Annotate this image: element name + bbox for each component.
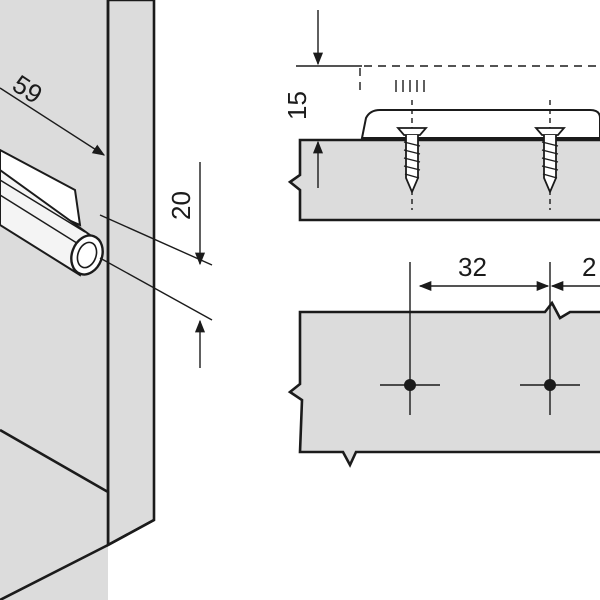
dim-15-label: 15 [282,91,312,120]
plan-board [287,300,600,468]
mounting-plate [360,109,600,139]
door-bumper [0,148,104,277]
hole-left [380,262,440,415]
hole-right [520,262,580,415]
dimension-partial: 2 [550,252,600,292]
dim-32-label: 32 [458,252,487,282]
section-view: 15 [282,10,600,222]
dimension-20: 20 [99,162,213,368]
screw-right [534,100,566,210]
dim-2x-label: 2 [582,252,596,282]
plan-view: 32 2 [287,252,600,468]
dim-20-label: 20 [166,191,196,220]
section-board [287,138,600,222]
cabinet-side-panel [106,0,156,548]
screw-left [396,100,428,210]
dimension-15: 15 [282,10,362,188]
dimension-32: 32 [418,252,550,292]
hatch-marks [395,80,425,92]
cabinet-view: 59 20 [0,0,213,600]
